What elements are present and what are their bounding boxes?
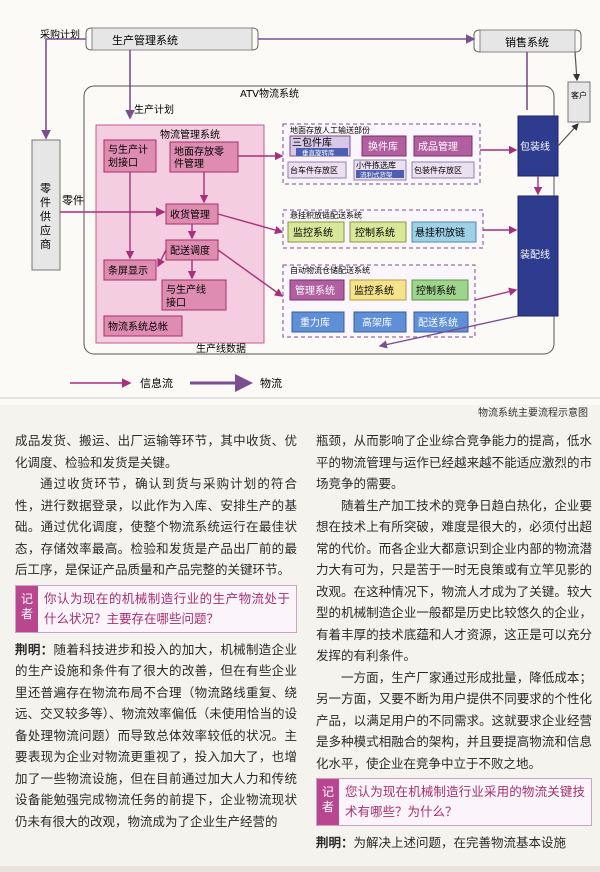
hz-chain: 悬挂积放链 bbox=[415, 226, 465, 239]
production-mgmt-label: 生产管理系统 bbox=[112, 33, 178, 47]
az-monitor: 监控系统 bbox=[354, 284, 394, 297]
svg-text:与生产线接口: 与生产线接口 bbox=[166, 283, 206, 309]
lm-title: 物流管理系统 bbox=[160, 128, 220, 141]
ground-zone-title: 地面存放人工输送部份 bbox=[290, 125, 370, 135]
lm-dispatch: 配送调度 bbox=[170, 244, 210, 257]
svg-text:地面存放零件管理: 地面存放零件管理 bbox=[174, 145, 224, 170]
lm-screen: 条屏显示 bbox=[108, 264, 148, 277]
gz-exchange: 换件库 bbox=[368, 140, 398, 153]
question-box-1: 记者 你认为现在的机械制造行业的生产物流处于什么状况？主要存在哪些问题？ bbox=[15, 584, 297, 633]
auto-zone-title: 自动物流仓储配送系统 bbox=[290, 265, 370, 275]
parts-label: 零件 bbox=[62, 194, 84, 207]
gz-finished: 成品管理 bbox=[418, 140, 458, 153]
svg-text:零件供应商: 零件供应商 bbox=[40, 182, 51, 251]
hz-monitor: 监控系统 bbox=[293, 226, 333, 239]
lm-total-account: 物流系统总帐 bbox=[108, 320, 168, 333]
answer-2: 荆明：为解决上述问题，在完善物流基本设施 bbox=[316, 832, 592, 854]
hang-zone-title: 悬挂积放链配送系统 bbox=[290, 210, 362, 220]
right-para-2: 随着生产加工技术的竞争日趋白热化，企业要想在技术上有所突破，难度是很大的，必须付… bbox=[316, 497, 592, 664]
question-box-2: 记者 您认为现在机械制造行业采用的物流关键技术有哪些？为什么？ bbox=[316, 778, 592, 826]
answer-1-text: 随着科技进步和投入的加大，机械制造企业的生产设施和条件有了很大的改善，但在有些企… bbox=[15, 641, 297, 829]
sales-system: 销售系统 bbox=[473, 29, 582, 53]
speaker-name: 荆明： bbox=[15, 641, 54, 657]
reporter-tag-2: 记者 bbox=[317, 779, 339, 825]
purchase-plan-label: 采购计划 bbox=[40, 28, 80, 41]
sales-label: 销售系统 bbox=[505, 35, 549, 49]
gz-packed: 包装件存放区 bbox=[414, 165, 462, 175]
hz-control: 控制系统 bbox=[355, 226, 395, 239]
packaging-label: 包装线 bbox=[520, 140, 550, 153]
az-control: 控制系统 bbox=[416, 284, 456, 297]
legend: 信息流 物流 bbox=[70, 374, 282, 392]
right-para-1: 瓶颈，从而影响了企业综合竞争能力的提高，低水平的物流管理与运作已经越来越不能适应… bbox=[316, 433, 592, 491]
right-column: 瓶颈，从而影响了企业综合竞争能力的提高，低水平的物流管理与运作已经越来越不能适应… bbox=[316, 430, 592, 854]
az-high: 高架库 bbox=[362, 316, 392, 329]
customer-box bbox=[567, 81, 591, 123]
legend-info: 信息流 bbox=[140, 376, 173, 390]
logistics-flow-diagram: 生产管理系统 采购计划 销售系统 客户 零件供应商 零件 ATV物流系统 生产计… bbox=[0, 0, 600, 405]
production-line-data-label: 生产线数据 bbox=[196, 342, 246, 355]
lm-receiving: 收货管理 bbox=[170, 208, 210, 221]
right-para-3: 一方面，生产厂家通过形成批量，降低成本；另一方面，又要不断为用户提供不同要求的个… bbox=[316, 669, 592, 771]
gz-tpl-a: 三包件库 bbox=[292, 136, 332, 149]
figure-caption: 物流系统主要流程示意图 bbox=[478, 408, 588, 419]
reporter-tag: 记者 bbox=[16, 585, 38, 632]
assembly-label: 装配线 bbox=[520, 248, 550, 261]
az-gravity: 重力库 bbox=[300, 316, 330, 329]
assembly-line bbox=[517, 195, 559, 317]
legend-material: 物流 bbox=[260, 376, 282, 390]
answer-1: 荆明：随着科技进步和投入的加大，机械制造企业的生产设施和条件有了很大的改善，但在… bbox=[15, 639, 297, 833]
speaker-name-2: 荆明： bbox=[316, 835, 354, 850]
gz-small-a: 小件拣选库 bbox=[356, 160, 396, 170]
customer-label: 客户 bbox=[571, 90, 587, 100]
gz-trolley: 台车件存放区 bbox=[290, 165, 338, 175]
left-column: 成品发货、搬运、出厂运输等环节，其中收货、优化调度、检验和发货是关键。 通过收货… bbox=[15, 430, 297, 832]
packaging-line bbox=[517, 115, 559, 177]
gz-small-b: 流利式货架 bbox=[360, 170, 393, 179]
question-2: 您认为现在机械制造行业采用的物流关键技术有哪些？为什么？ bbox=[345, 784, 585, 819]
production-mgmt-system: 生产管理系统 bbox=[85, 27, 259, 51]
question-1: 你认为现在的机械制造行业的生产物流处于什么状况？主要存在哪些问题？ bbox=[44, 590, 290, 626]
answer-2-text: 为解决上述问题，在完善物流基本设施 bbox=[353, 835, 567, 850]
gz-tpl-b: 垂直旋转库 bbox=[302, 148, 335, 157]
az-delivery: 配送系统 bbox=[418, 316, 458, 329]
left-para-2: 通过收货环节，确认到货与采购计划的符合性，进行数据登录，以此作为入库、安排生产的… bbox=[15, 476, 297, 577]
page-bottom-edge bbox=[0, 866, 600, 872]
left-para-1: 成品发货、搬运、出厂运输等环节，其中收货、优化调度、检验和发货是关键。 bbox=[15, 433, 297, 470]
svg-text:与生产计划接口: 与生产计划接口 bbox=[108, 143, 148, 169]
production-plan-label: 生产计划 bbox=[134, 103, 174, 116]
az-mgmt: 管理系统 bbox=[295, 284, 335, 297]
atv-title: ATV物流系统 bbox=[240, 87, 299, 100]
supplier-box bbox=[31, 139, 61, 271]
